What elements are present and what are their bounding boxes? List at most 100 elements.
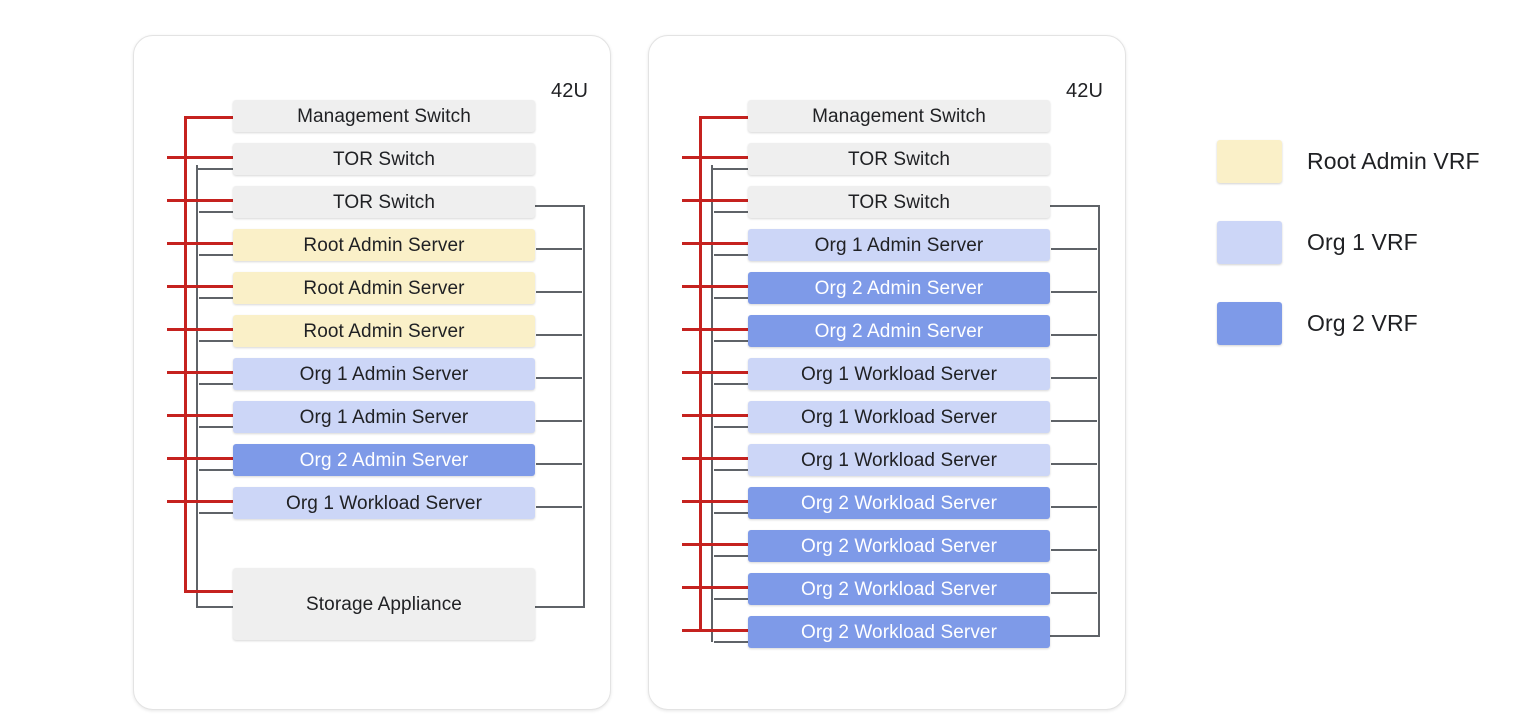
power-cable-horizontal: [167, 371, 233, 374]
power-bus-vertical: [184, 116, 187, 590]
legend-item: Org 1 VRF: [1217, 221, 1418, 264]
power-cable-horizontal: [184, 590, 233, 593]
power-cable-horizontal: [682, 285, 748, 288]
data-bus-vertical: [583, 205, 585, 606]
legend-color-swatch: [1217, 302, 1282, 345]
rack-unit-org1-vrf[interactable]: Org 1 Workload Server: [748, 444, 1050, 476]
data-cable-horizontal: [1050, 635, 1100, 637]
power-cable-horizontal: [682, 586, 748, 589]
power-cable-horizontal: [184, 116, 233, 119]
rack-unit-infrastructure[interactable]: TOR Switch: [748, 186, 1050, 218]
data-cable-horizontal: [714, 254, 748, 256]
rack-unit-org2-vrf[interactable]: Org 2 Workload Server: [748, 616, 1050, 648]
power-cable-horizontal: [682, 156, 748, 159]
data-cable-horizontal: [536, 248, 582, 250]
data-cable-horizontal: [196, 168, 233, 170]
rack-unit-org1-vrf[interactable]: Org 1 Workload Server: [233, 487, 535, 519]
rack-unit-org2-vrf[interactable]: Org 2 Workload Server: [748, 573, 1050, 605]
power-cable-horizontal: [682, 457, 748, 460]
data-cable-horizontal: [536, 463, 582, 465]
rack-unit-root-admin-vrf[interactable]: Root Admin Server: [233, 272, 535, 304]
data-cable-horizontal: [196, 606, 233, 608]
data-cable-horizontal: [1051, 549, 1097, 551]
power-cable-horizontal: [699, 116, 748, 119]
power-cable-horizontal: [167, 500, 233, 503]
rack-unit-root-admin-vrf[interactable]: Root Admin Server: [233, 229, 535, 261]
power-bus-vertical: [699, 116, 702, 632]
data-cable-horizontal: [536, 334, 582, 336]
data-cable-horizontal: [714, 340, 748, 342]
rack-unit-org2-vrf[interactable]: Org 2 Admin Server: [748, 272, 1050, 304]
data-cable-horizontal: [714, 641, 748, 643]
data-cable-horizontal: [714, 426, 748, 428]
data-cable-horizontal: [535, 205, 583, 207]
data-cable-horizontal: [199, 211, 233, 213]
data-cable-horizontal: [536, 420, 582, 422]
data-cable-horizontal: [199, 512, 233, 514]
legend-item-label: Root Admin VRF: [1307, 148, 1480, 174]
data-bus-vertical: [196, 165, 198, 606]
data-cable-horizontal: [199, 383, 233, 385]
data-cable-horizontal: [714, 555, 748, 557]
rack-unit-infrastructure[interactable]: Management Switch: [748, 100, 1050, 132]
data-bus-vertical: [1098, 205, 1100, 635]
data-bus-vertical: [711, 165, 713, 642]
rack-unit-org1-vrf[interactable]: Org 1 Workload Server: [748, 401, 1050, 433]
rack-unit-org2-vrf[interactable]: Org 2 Workload Server: [748, 487, 1050, 519]
power-cable-horizontal: [682, 500, 748, 503]
data-cable-horizontal: [536, 377, 582, 379]
rack-unit-org2-vrf[interactable]: Org 2 Admin Server: [748, 315, 1050, 347]
power-cable-horizontal: [167, 414, 233, 417]
rack-unit-infrastructure[interactable]: TOR Switch: [233, 143, 535, 175]
data-cable-horizontal: [536, 506, 582, 508]
power-cable-horizontal: [167, 328, 233, 331]
data-cable-horizontal: [714, 469, 748, 471]
rack-unit-infrastructure[interactable]: TOR Switch: [233, 186, 535, 218]
data-cable-horizontal: [714, 598, 748, 600]
data-cable-horizontal: [199, 297, 233, 299]
data-cable-horizontal: [714, 211, 748, 213]
data-cable-horizontal: [711, 168, 748, 170]
power-cable-horizontal: [682, 199, 748, 202]
power-cable-horizontal: [167, 199, 233, 202]
power-cable-horizontal: [167, 156, 233, 159]
legend-item-label: Org 2 VRF: [1307, 310, 1418, 336]
rack-unit-org1-vrf[interactable]: Org 1 Admin Server: [233, 401, 535, 433]
rack-unit-org1-vrf[interactable]: Org 1 Admin Server: [748, 229, 1050, 261]
legend-color-swatch: [1217, 140, 1282, 183]
data-cable-horizontal: [714, 383, 748, 385]
rack-unit-infrastructure[interactable]: TOR Switch: [748, 143, 1050, 175]
data-cable-horizontal: [199, 426, 233, 428]
data-cable-horizontal: [199, 254, 233, 256]
rack-left-capacity-label: 42U: [551, 80, 588, 102]
power-cable-horizontal: [682, 543, 748, 546]
vrf-legend: Root Admin VRF Org 1 VRF Org 2 VRF: [1217, 140, 1517, 355]
rack-unit-org2-vrf[interactable]: Org 2 Workload Server: [748, 530, 1050, 562]
rack-unit-infrastructure[interactable]: Management Switch: [233, 100, 535, 132]
rack-unit-org2-vrf[interactable]: Org 2 Admin Server: [233, 444, 535, 476]
data-cable-horizontal: [1051, 334, 1097, 336]
rack-unit-infrastructure[interactable]: Storage Appliance: [233, 568, 535, 640]
data-cable-horizontal: [1051, 506, 1097, 508]
power-cable-horizontal: [167, 242, 233, 245]
data-cable-horizontal: [199, 340, 233, 342]
power-cable-horizontal: [682, 242, 748, 245]
data-cable-horizontal: [1051, 248, 1097, 250]
data-cable-horizontal: [1051, 592, 1097, 594]
rack-unit-org1-vrf[interactable]: Org 1 Workload Server: [748, 358, 1050, 390]
data-cable-horizontal: [1051, 377, 1097, 379]
rack-unit-org1-vrf[interactable]: Org 1 Admin Server: [233, 358, 535, 390]
rack-right-capacity-label: 42U: [1066, 80, 1103, 102]
data-cable-horizontal: [199, 469, 233, 471]
rack-unit-root-admin-vrf[interactable]: Root Admin Server: [233, 315, 535, 347]
power-cable-horizontal: [682, 328, 748, 331]
data-cable-horizontal: [536, 291, 582, 293]
power-cable-horizontal: [682, 414, 748, 417]
data-cable-horizontal: [1051, 291, 1097, 293]
legend-color-swatch: [1217, 221, 1282, 264]
legend-item-label: Org 1 VRF: [1307, 229, 1418, 255]
power-cable-horizontal: [167, 457, 233, 460]
data-cable-horizontal: [1051, 463, 1097, 465]
data-cable-horizontal: [714, 512, 748, 514]
